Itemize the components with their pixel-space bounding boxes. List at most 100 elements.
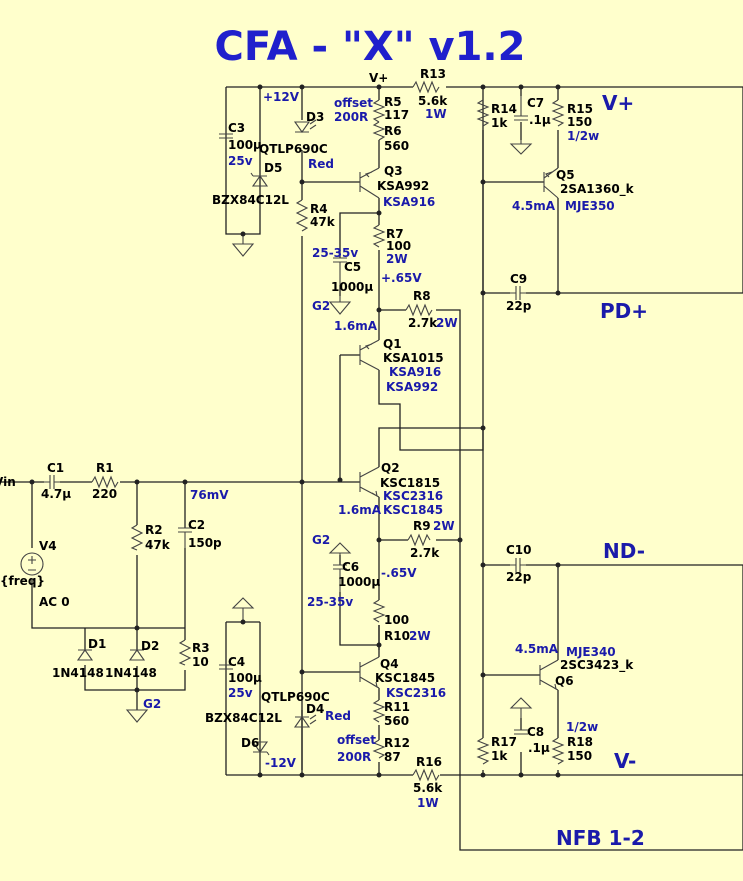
transistor-q2-symbol [359,466,380,498]
d6-value: BZX84C12L [205,711,282,725]
d3-value: QTLP690C [259,142,328,156]
q2-current: 1.6mA [338,503,382,517]
ground-symbol-2 [328,296,352,315]
r15-note: 1/2w [567,129,599,143]
q4-ref: Q4 [380,657,399,671]
d4-note: Red [325,709,351,723]
r1-ref: R1 [96,461,114,475]
r16-note: 1W [417,796,439,810]
resistor-r13-symbol [412,80,440,94]
r5-note-200r: 200R [334,110,368,124]
r3-value: 10 [192,655,209,669]
r9-ref: R9 [413,519,431,533]
d4-ref: D4 [306,702,324,716]
resistor-r10-symbol [372,599,386,623]
net-label-pdplus: PD+ [600,299,648,323]
r5-note-offset: offset [334,96,373,110]
net-label-vminus: V- [614,749,636,773]
net-label-76mv: 76mV [190,488,229,502]
net-label-minus12v: -12V [265,756,297,770]
q3-alt: KSA916 [383,195,435,209]
c1-ref: C1 [47,461,64,475]
c5-value: 1000µ [331,280,373,294]
r7-note: 2W [386,252,408,266]
q2-ref: Q2 [381,461,400,475]
c10-value: 22p [506,570,532,584]
c6-ref: C6 [342,560,359,574]
c4-value: 100µ [228,671,262,685]
led-d4-symbol [293,714,317,728]
resistor-r3-symbol [178,639,192,666]
net-label-g2-bottom: G2 [143,697,161,711]
r18-note: 1/2w [566,720,598,734]
r13-value: 5.6k [418,94,448,108]
q4-alt: KSC2316 [386,686,446,700]
r15-ref: R15 [567,102,593,116]
net-label-nfb: NFB 1-2 [556,826,645,850]
r18-ref: R18 [567,735,593,749]
c7-ref: C7 [527,96,544,110]
d1-value: 1N4148 [52,666,104,680]
v4-note: AC 0 [39,595,70,609]
r6-ref: R6 [384,124,402,138]
q6-alt: MJE340 [566,645,616,659]
resistor-r7-symbol [372,224,386,248]
capacitor-c2-symbol [178,527,192,548]
capacitor-c8-symbol [514,729,528,735]
r8-note: 2W [436,316,458,330]
capacitor-c9-symbol [510,286,526,300]
r12-note-200r: 200R [337,750,371,764]
net-label-vplus-small: V+ [369,71,388,85]
c2-value: 150p [188,536,222,550]
q1-ref: Q1 [383,337,402,351]
c8-value: .1µ [528,741,550,755]
r13-note: 1W [425,107,447,121]
capacitor-c10-symbol [510,558,526,572]
capacitor-c6-symbol [333,564,347,592]
component-symbols [20,80,565,782]
source-v4-symbol [20,552,44,576]
d3-note: Red [308,157,334,171]
d4-value: QTLP690C [261,690,330,704]
r13-ref: R13 [420,67,446,81]
net-label-g2-top: G2 [312,299,330,313]
q6-value: 2SC3423_k [560,658,634,673]
c2-ref: C2 [188,518,205,532]
c6-note: 25-35v [307,595,353,609]
q1-current: 1.6mA [334,319,378,333]
r16-ref: R16 [416,755,442,769]
q5-ref: Q5 [556,168,575,182]
d1-ref: D1 [88,637,106,651]
r9-note: 2W [433,519,455,533]
zener-d6-symbol [251,741,270,756]
d5-ref: D5 [264,161,282,175]
r2-ref: R2 [145,523,163,537]
q5-current: 4.5mA [512,199,556,213]
resistor-r17-symbol [476,737,490,765]
q3-ref: Q3 [384,164,403,178]
d5-value: BZX84C12L [212,193,289,207]
resistor-r5-symbol [372,99,386,123]
net-label-vplus: V+ [602,91,634,115]
r16-value: 5.6k [413,781,443,795]
r14-ref: R14 [491,102,517,116]
r14-value: 1k [491,116,508,130]
v4-ref: V4 [39,539,57,553]
resistor-r2-symbol [130,524,144,551]
r6-value: 560 [384,139,409,153]
q2-value: KSC1815 [380,476,440,490]
capacitor-c4-symbol [219,664,233,670]
resistor-r14-symbol [476,99,490,127]
net-label-minus065v: -.65V [381,566,417,580]
r5-ref: R5 [384,95,402,109]
transistor-q1-symbol [359,339,380,371]
q2-alt1: KSC2316 [383,489,443,503]
ground-symbol-1 [231,234,255,257]
ground-symbol-7 [509,697,533,718]
resistor-r6-symbol [372,121,386,141]
r12-note-offset: offset [337,733,376,747]
resistor-r16-symbol [412,768,440,782]
schematic-title: CFA - "X" v1.2 [215,24,526,70]
r2-value: 47k [145,538,171,552]
